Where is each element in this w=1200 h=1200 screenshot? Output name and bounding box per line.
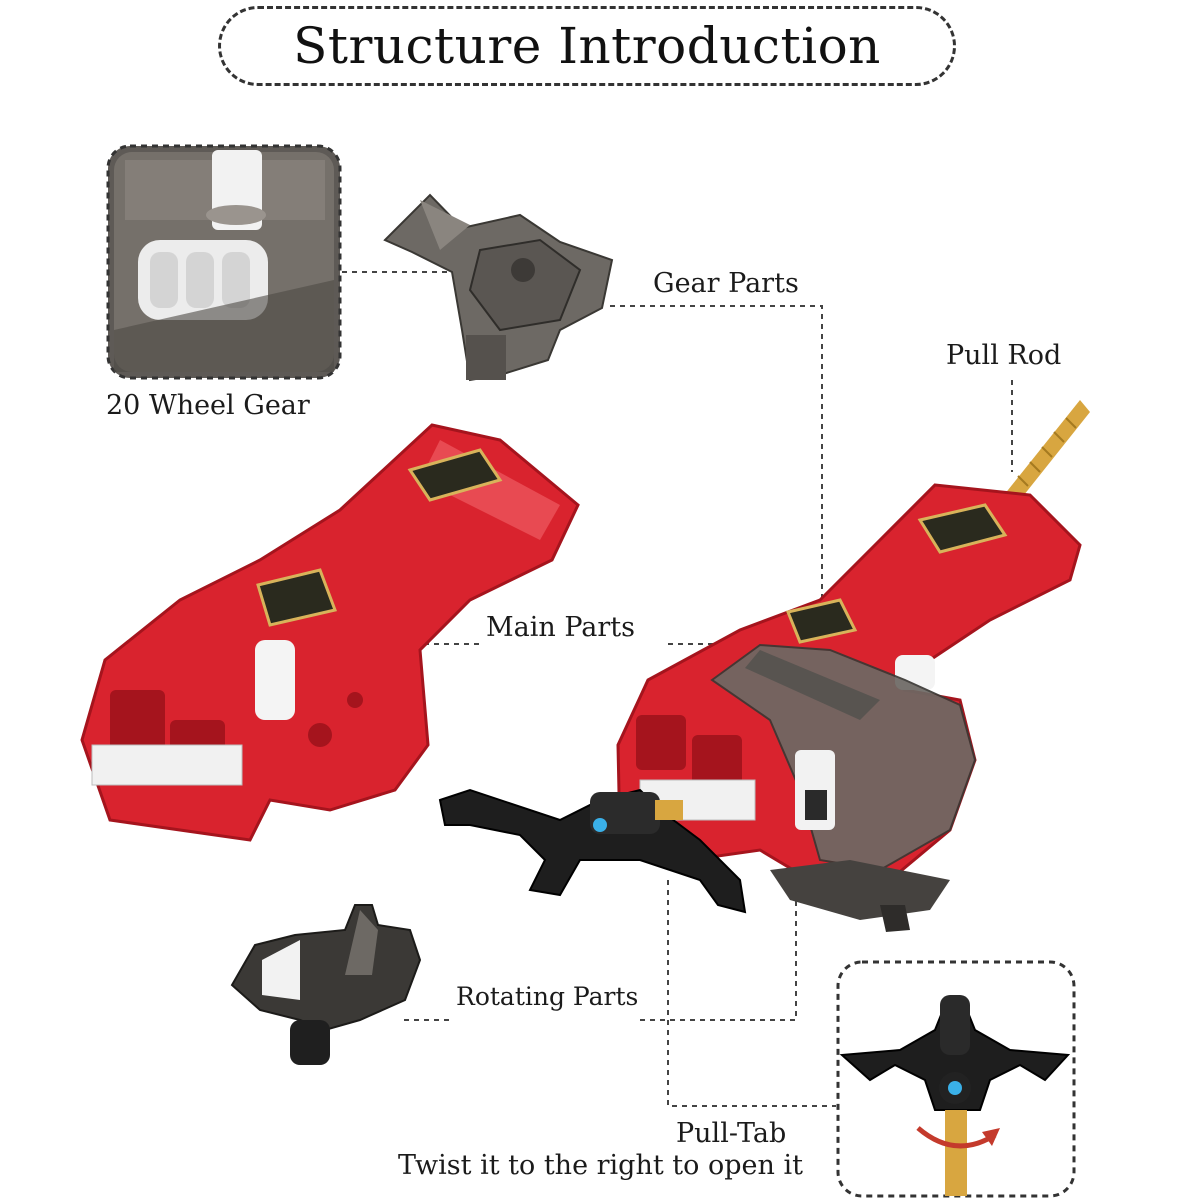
main-parts-label: Main Parts: [486, 612, 636, 643]
gear-parts-piece: [383, 193, 614, 382]
rotating-parts-label: Rotating Parts: [456, 982, 639, 1011]
pull-rod-label: Pull Rod: [946, 340, 1062, 371]
pull-tab-label: Pull-Tab: [676, 1118, 787, 1149]
gear-parts-label: Gear Parts: [653, 268, 799, 299]
main-parts-left: [80, 423, 580, 842]
main-parts-right: [616, 400, 1090, 932]
leader-pull-tab: [667, 880, 836, 1107]
leader-gear-parts: [610, 305, 823, 650]
title-pill: Structure Introduction: [218, 6, 956, 86]
rotating-parts-piece: [230, 904, 422, 1065]
pull-rod-piece: [1000, 400, 1090, 510]
twist-instruction-label: Twist it to the right to open it: [398, 1150, 803, 1181]
pull-tab-piece: [438, 788, 747, 914]
leader-rotating-parts: [404, 880, 797, 1021]
wheel-gear-label: 20 Wheel Gear: [106, 390, 310, 421]
wheel-gear-inset: [106, 144, 342, 380]
leader-lines: [342, 271, 1013, 1107]
page-title: Structure Introduction: [293, 17, 881, 75]
pull-tab-inset: [836, 960, 1076, 1198]
